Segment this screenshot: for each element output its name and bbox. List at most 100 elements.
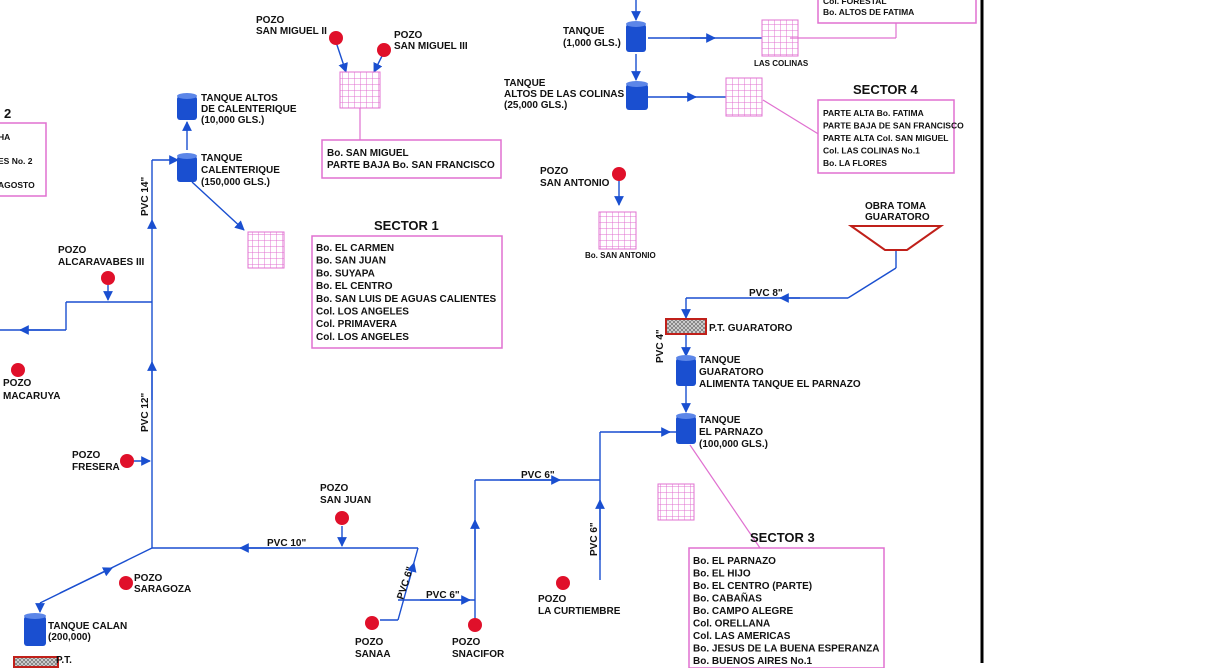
well-icon [101,271,115,285]
sector3-item: Bo. CAMPO ALEGRE [693,606,794,617]
tank-label: DE CALENTERIQUE [201,104,297,115]
well-label: POZO [540,166,569,177]
well-icon [329,31,343,45]
sector2-item: HA [0,132,10,142]
tank-label: ALTOS DE LAS COLINAS [504,89,625,100]
well-icon [556,576,570,590]
tank-label: TANQUE CALAN [48,621,127,632]
well-label: FRESERA [72,462,120,473]
well-icon [11,363,25,377]
treatment-plant-guaratoro [665,318,707,335]
pipe-label: PVC 8" [749,288,783,299]
pipe-label: PVC 4" [655,329,666,363]
treatment-plant-label: P.T. [56,655,72,666]
pipe-label: PVC 6" [521,470,555,481]
well-label: POZO [3,378,32,389]
sector2-box [0,122,47,197]
sector-connectors [359,22,897,549]
pipe-label: PVC 6" [426,590,460,601]
sector1-item: Col. PRIMAVERA [316,319,397,330]
pipe-label: PVC 6" [589,522,600,556]
sector3-item: Bo. BUENOS AIRES No.1 [693,656,813,667]
well-label: POZO [320,483,349,494]
sector2-item: ES No. 2 [0,156,33,166]
tank-icon [177,153,197,182]
tank-icon [177,93,197,120]
pipe-network [0,0,897,621]
sector-san-miguel-item: PARTE BAJA Bo. SAN FRANCISCO [327,160,495,171]
well-label: SAN ANTONIO [540,178,610,189]
pipe-label: PVC 14" [140,177,151,216]
tank-label: TANQUE [699,355,741,366]
well-label: LA CURTIEMBRE [538,606,621,617]
tank-label: TANQUE ALTOS [201,93,278,104]
sector2-title: 2 [4,106,11,121]
service-areas [247,19,799,521]
tank-label: CALENTERIQUE [201,165,280,176]
sector1-item: Bo. SAN JUAN [316,256,386,267]
well-label: POZO [58,245,87,256]
tank-icon [676,355,696,386]
tank-label: (150,000 GLS.) [201,177,270,188]
tank-label: (200,000) [48,632,91,643]
well-label: POZO [355,637,384,648]
intake-icon [847,225,945,251]
treatment-plant-calan [13,656,59,668]
tank-label: ALIMENTA TANQUE EL PARNAZO [699,379,861,390]
top-right-item: Bo. ALTOS DE FATIMA [823,7,914,17]
grid-las-colinas [761,19,799,57]
sector3-item: Bo. EL PARNAZO [693,556,776,567]
tanks [24,21,696,646]
grid-sector4 [725,77,763,117]
well-label: SANAA [355,649,391,660]
sector1-item: Bo. EL CARMEN [316,243,394,254]
tank-label: (100,000 GLS.) [699,439,768,450]
grid-label: LAS COLINAS [754,59,809,68]
well-label: POZO [538,594,567,605]
sector3-item: Col. ORELLANA [693,619,770,630]
sector3-item: Col. LAS AMERICAS [693,631,791,642]
top-right-item: Col. FORESTAL [823,0,887,6]
sector3-title: SECTOR 3 [750,530,815,545]
grid-san-antonio [598,211,637,250]
well-label: SAN MIGUEL II [256,26,327,37]
well-label: SNACIFOR [452,649,505,660]
sector1-item: Col. LOS ANGELES [316,307,409,318]
tank-icon [676,413,696,444]
sector3-item: Bo. CABAÑAS [693,592,762,605]
sector4-item: PARTE ALTA Col. SAN MIGUEL [823,133,948,143]
well-icon [365,616,379,630]
sector3-item: Bo. JESUS DE LA BUENA ESPERANZA [693,644,880,655]
wells [11,31,626,632]
tank-label: (10,000 GLS.) [201,115,264,126]
sector1-item: Bo. EL CENTRO [316,281,393,292]
sector-san-miguel-item: Bo. SAN MIGUEL [327,148,409,159]
grid-sector3 [657,483,695,521]
sector1-box [311,235,503,349]
sector4-item: Col. LAS COLINAS No.1 [823,146,920,156]
well-label: POZO [394,30,423,41]
sector1-item: Col. LOS ANGELES [316,332,409,343]
pipe-label: PVC 6" [395,565,416,601]
well-label: POZO [452,637,481,648]
well-icon [468,618,482,632]
sector4-title: SECTOR 4 [853,82,919,97]
well-label: MACARUYA [3,391,60,402]
sector2-item: AGOSTO [0,180,35,190]
intake-label: OBRA TOMA [865,201,926,212]
tank-icon [626,81,648,110]
sector1-item: Bo. SUYAPA [316,268,375,279]
sector4-box [817,99,955,174]
tank-label: (1,000 GLS.) [563,38,621,49]
sector1-item: Bo. SAN LUIS DE AGUAS CALIENTES [316,294,497,305]
well-icon [120,454,134,468]
intake-label: GUARATORO [865,212,930,223]
tank-label: TANQUE [504,78,546,89]
tank-icon [626,21,646,52]
sector-san-miguel-box [321,139,502,179]
sector-boxes [0,0,977,668]
grid-label: Bo. SAN ANTONIO [585,251,656,260]
top-right-box [817,0,977,24]
